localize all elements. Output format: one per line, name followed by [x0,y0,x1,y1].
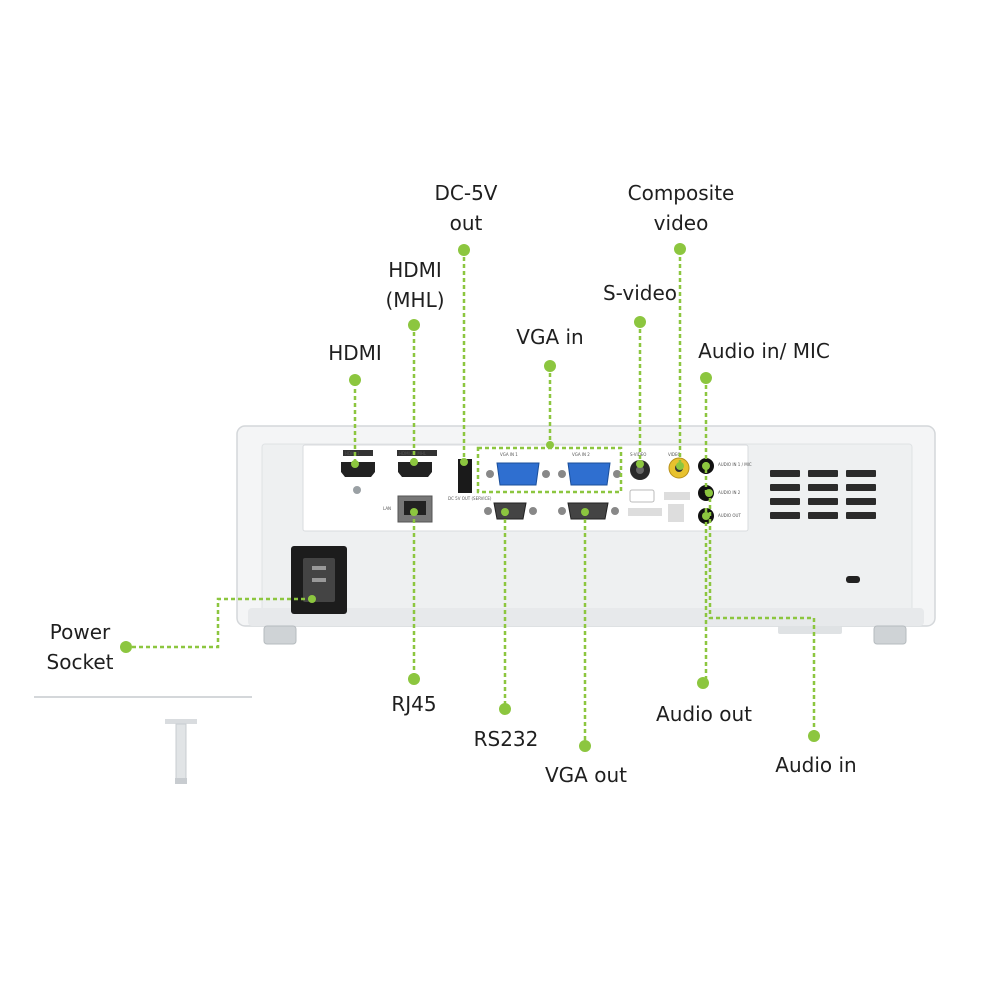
vga-out-port-dot [581,508,589,516]
audio-in-port-dot [705,489,713,497]
svg-text:DC 5V OUT (SERVICE): DC 5V OUT (SERVICE) [448,496,492,501]
audio-in-mic-dot [700,372,712,384]
svideo-dot [634,316,646,328]
svg-text:AUDIO OUT: AUDIO OUT [718,513,741,518]
svg-text:HDMI 1: HDMI 1 [345,451,360,456]
kensington-lock [846,576,860,583]
rs232-port-dot [501,508,509,516]
composite-dot [674,243,686,255]
power-socket-port-dot [308,595,316,603]
audio-out-port-dot [702,512,710,520]
vga-in-box-dot [546,441,554,449]
hdmi-port: HDMI 1 [341,450,375,494]
hdmi-dot [349,374,361,386]
svg-text:VGA IN 2: VGA IN 2 [572,452,590,457]
label-audio-in: Audio in [775,753,857,777]
ventilation-grille [770,470,876,519]
rs232-dot [499,703,511,715]
label-hdmi: HDMI [328,341,382,365]
svg-text:VIDEO: VIDEO [668,452,681,457]
rs232-port [484,502,537,520]
label-svideo: S-video [602,281,677,305]
svideo-port-dot [636,460,644,468]
label-hdmi-mhl: HDMI(MHL) [385,258,445,312]
label-audio-out: Audio out [656,702,752,726]
dc5v-dot [458,244,470,256]
vga-in-2-port: VGA IN 2 [558,452,621,486]
label-audio-in-mic: Audio in/ MIC [698,339,830,363]
label-vga-in: VGA in [516,325,584,349]
composite-port-dot [676,462,684,470]
label-rj45: RJ45 [391,692,437,716]
power-socket-dot [120,641,132,653]
hdmi-mhl-port-dot [410,458,418,466]
vga-out-dot [579,740,591,752]
hdmi-mhl-dot [408,319,420,331]
certification-logos [628,489,690,522]
projector-feet [263,625,907,645]
ceiling-mount-illustration [34,696,252,784]
hdmi-port-dot [351,460,359,468]
audio-in-dot [808,730,820,742]
rj45-port-dot [410,508,418,516]
dc5v-usb-port: DC 5V OUT (SERVICE) [448,459,492,501]
svg-text:VGA IN 1: VGA IN 1 [500,452,518,457]
vga-in-1-port: VGA IN 1 [486,452,550,486]
audio-in-mic-port-dot [702,462,710,470]
power-socket [291,546,347,614]
label-rs232: RS232 [473,727,539,751]
audio-out-dot [697,677,709,689]
vga-in-dot [544,360,556,372]
label-vga-out: VGA out [545,763,627,787]
rj45-dot [408,673,420,685]
dc5v-port-dot [460,458,468,466]
svg-text:AUDIO IN 1 / MIC: AUDIO IN 1 / MIC [718,462,752,467]
svideo-port: S-VIDEO [630,452,650,480]
svg-text:AUDIO IN 2: AUDIO IN 2 [718,490,741,495]
callout-dots [120,243,820,752]
svg-text:LAN: LAN [383,506,391,511]
svg-text:S-VIDEO: S-VIDEO [630,452,646,457]
